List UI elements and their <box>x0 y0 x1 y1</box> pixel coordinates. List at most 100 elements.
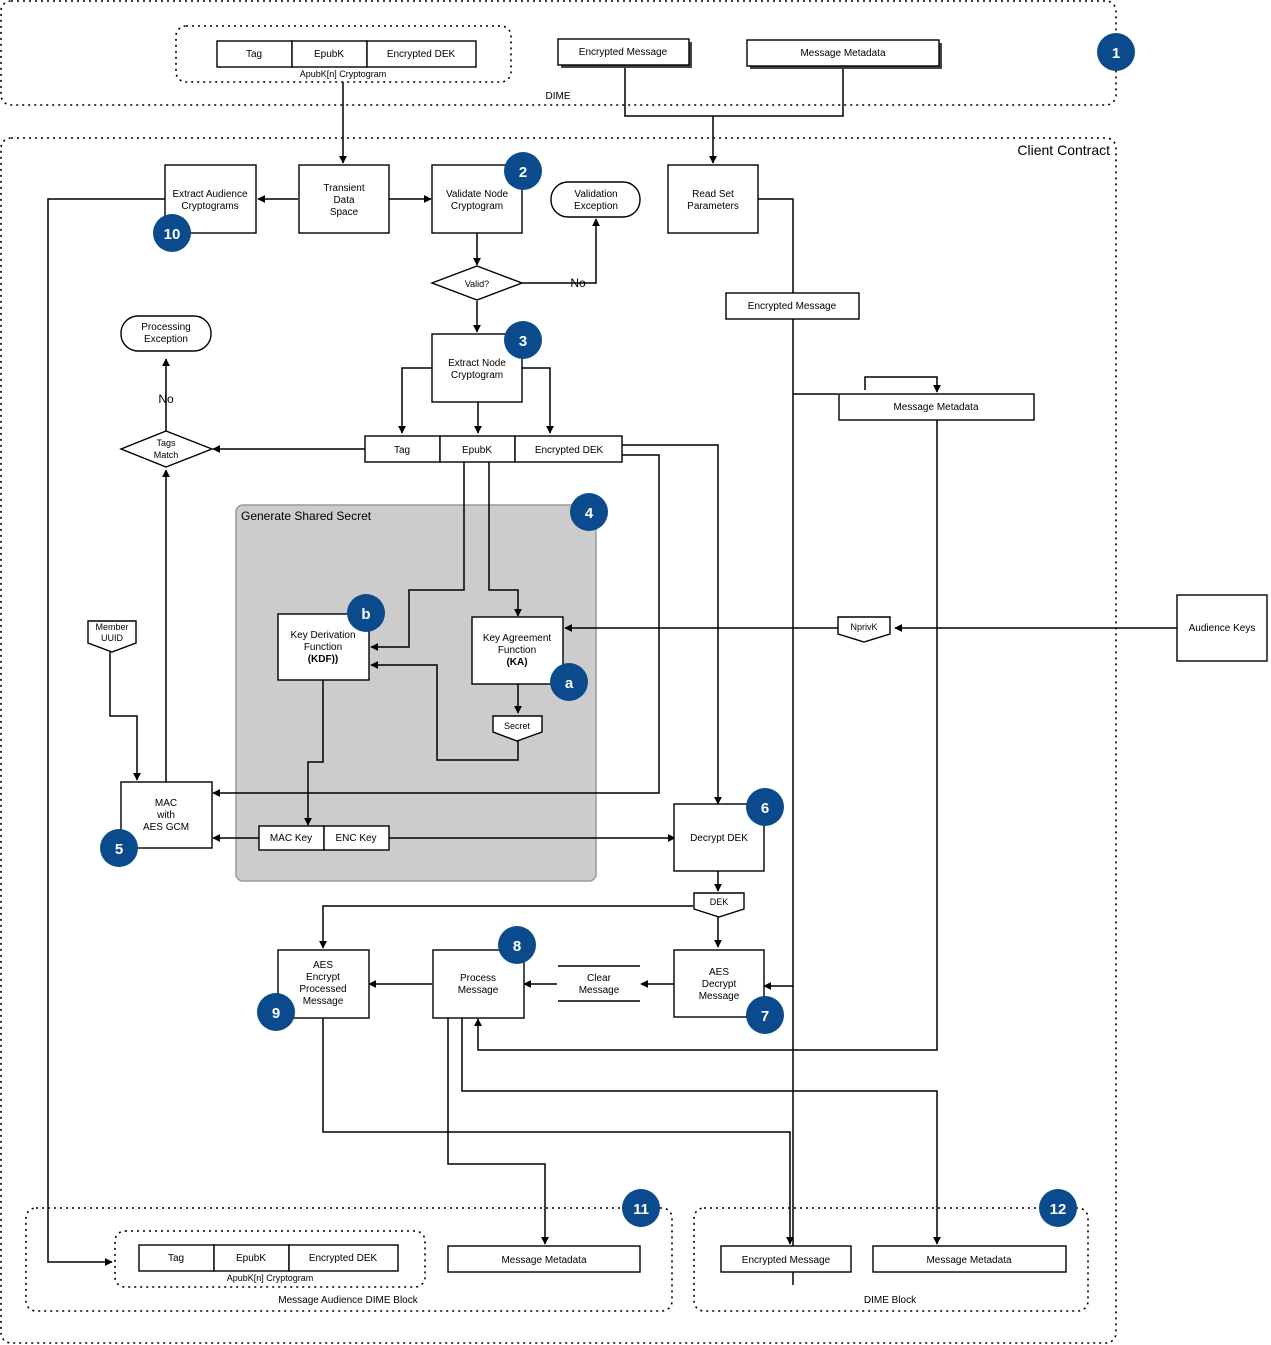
top-message-metadata-label: Message Metadata <box>800 48 885 59</box>
nprivk-label: NprivK <box>850 622 877 632</box>
shared-secret-title: Generate Shared Secret <box>241 509 372 523</box>
valid-decision <box>430 265 524 301</box>
badge-6: 6 <box>746 788 784 826</box>
dek-label: DEK <box>710 897 729 907</box>
audience-keys-label: Audience Keys <box>1189 623 1256 634</box>
node-epubk-label: EpubK <box>462 445 492 456</box>
kdf-line2: Function <box>304 642 342 653</box>
ka-line2: Function <box>498 645 536 656</box>
encrypted-message-mid <box>725 292 860 320</box>
transient-data-space-box <box>298 164 390 234</box>
ka-line3: (KA) <box>506 657 527 668</box>
extract-audience-line2: Cryptograms <box>181 201 238 212</box>
bottom-message-metadata-1 <box>447 1245 641 1273</box>
processing-exception-line2: Exception <box>144 334 188 345</box>
bottom-encrypted-dek-field <box>288 1244 399 1272</box>
no-label-validation: No <box>570 276 586 290</box>
bottom-tag-label: Tag <box>168 1253 184 1264</box>
bottom-encrypted-dek-label: Encrypted DEK <box>309 1253 378 1264</box>
tags-match-decision <box>119 430 214 468</box>
top-encrypted-dek-label: Encrypted DEK <box>387 49 456 60</box>
aes-encrypt-line1: AES <box>313 960 333 971</box>
svg-text:6: 6 <box>761 800 769 817</box>
validation-exception-line1: Validation <box>574 189 617 200</box>
clear-message-line2: Message <box>579 985 620 996</box>
top-cryptogram-caption: ApubK[n] Cryptogram <box>300 69 387 79</box>
audience-block-label: Message Audience DIME Block <box>278 1295 419 1306</box>
read-set-line1: Read Set <box>692 189 734 200</box>
svg-text:5: 5 <box>115 841 123 858</box>
badge-a: a <box>550 663 588 701</box>
svg-text:10: 10 <box>164 226 181 243</box>
svg-text:a: a <box>565 675 574 692</box>
badge-5: 5 <box>100 829 138 867</box>
top-encrypted-dek-field <box>366 40 477 68</box>
svg-text:1: 1 <box>1112 45 1120 62</box>
badge-b: b <box>347 594 385 632</box>
bottom-epubk-label: EpubK <box>236 1253 266 1264</box>
node-tag-label: Tag <box>394 445 410 456</box>
message-metadata-mid-label: Message Metadata <box>893 402 978 413</box>
svg-text:b: b <box>361 606 370 623</box>
no-label-tags: No <box>158 392 174 406</box>
process-message-line2: Message <box>458 985 499 996</box>
bottom-message-metadata-1-label: Message Metadata <box>501 1255 586 1266</box>
aes-encrypt-line3: Processed <box>299 984 346 995</box>
encrypted-message-mid-label: Encrypted Message <box>748 301 837 312</box>
badge-9: 9 <box>257 993 295 1031</box>
extract-node-line2: Cryptogram <box>451 370 503 381</box>
bottom-encrypted-message <box>720 1245 852 1273</box>
mac-key-label: MAC Key <box>270 833 312 844</box>
member-uuid-shape <box>87 620 137 653</box>
member-uuid-line1: Member <box>95 622 128 632</box>
validate-line1: Validate Node <box>446 189 509 200</box>
node-encrypted-dek-field <box>514 435 623 463</box>
audience-dime-block <box>25 1207 673 1312</box>
transient-line1: Transient <box>323 183 365 194</box>
badge-8: 8 <box>498 926 536 964</box>
bottom-cryptogram-caption: ApubK[n] Cryptogram <box>227 1273 314 1283</box>
client-contract-title: Client Contract <box>1017 142 1110 158</box>
validation-exception-line2: Exception <box>574 201 618 212</box>
svg-text:2: 2 <box>519 164 527 181</box>
mac-line2: with <box>156 810 175 821</box>
svg-text:3: 3 <box>519 333 527 350</box>
clear-message-line1: Clear <box>587 973 612 984</box>
kdf-line3: (KDF)) <box>308 654 339 665</box>
secret-shape <box>492 715 543 742</box>
validation-exception-box <box>550 181 641 218</box>
aes-decrypt-line1: AES <box>709 967 729 978</box>
transient-line3: Space <box>330 207 359 218</box>
svg-text:8: 8 <box>513 938 521 955</box>
read-set-parameters-box <box>667 164 759 234</box>
top-cryptogram-container <box>175 25 512 83</box>
read-set-line2: Parameters <box>687 201 739 212</box>
dime-block <box>693 1207 1089 1312</box>
aes-encrypt-line2: Encrypt <box>306 972 340 983</box>
processing-exception-box <box>120 315 212 352</box>
top-tag-label: Tag <box>246 49 262 60</box>
enc-key-field <box>323 825 390 851</box>
mac-box <box>120 781 213 849</box>
client-contract-container <box>0 137 1117 1344</box>
transient-line2: Data <box>333 195 355 206</box>
svg-text:7: 7 <box>761 1008 769 1025</box>
process-message-line1: Process <box>460 973 496 984</box>
shared-secret-panel <box>235 504 597 882</box>
badge-2: 2 <box>504 152 542 190</box>
extract-audience-line1: Extract Audience <box>172 189 247 200</box>
valid-decision-label: Valid? <box>465 279 489 289</box>
bottom-tag-field <box>138 1244 215 1272</box>
enc-key-label: ENC Key <box>335 833 376 844</box>
kdf-line1: Key Derivation <box>290 630 355 641</box>
bottom-cryptogram-container <box>114 1230 426 1288</box>
ka-line1: Key Agreement <box>483 633 552 644</box>
node-tag-field <box>364 435 441 463</box>
top-encrypted-message <box>557 38 690 66</box>
processing-exception-line1: Processing <box>141 322 190 333</box>
bottom-message-metadata-2 <box>872 1245 1067 1273</box>
badge-7: 7 <box>746 996 784 1034</box>
nprivk-shape <box>837 616 891 643</box>
top-tag-field <box>216 40 293 68</box>
